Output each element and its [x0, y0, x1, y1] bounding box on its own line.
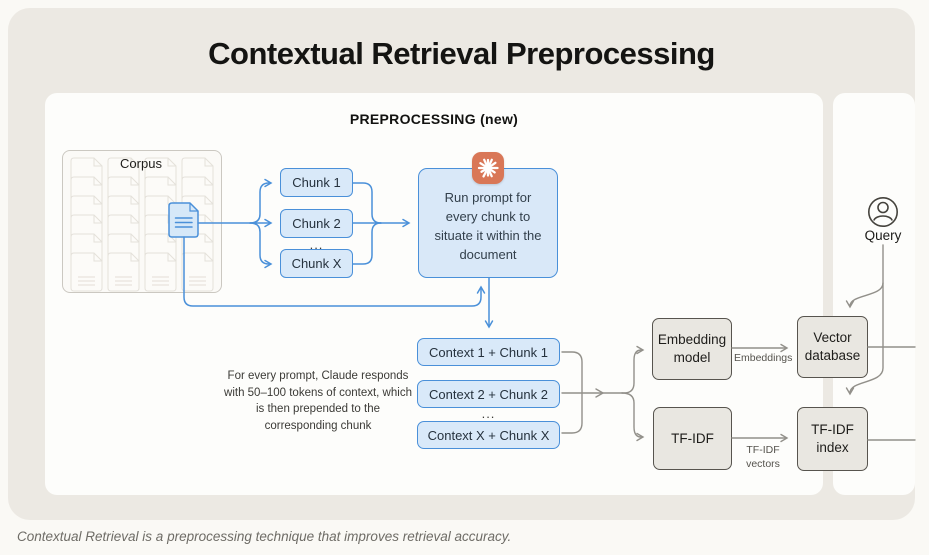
chunk-2-box: Chunk 2 — [280, 209, 353, 238]
corpus-documents-stack — [70, 157, 214, 292]
chunk-x-box: Chunk X — [280, 249, 353, 278]
chunk-2-label: Chunk 2 — [292, 216, 341, 231]
tfidf-vectors-connector-label: TF-IDF vectors — [746, 444, 780, 470]
figure-caption: Contextual Retrieval is a preprocessing … — [17, 529, 512, 544]
vector-database-box: Vector database — [797, 316, 868, 378]
run-prompt-text: Run prompt for every chunk to situate it… — [434, 190, 542, 262]
embedding-model-box: Embedding model — [652, 318, 732, 380]
corpus-box — [62, 150, 222, 293]
preprocessing-heading: PREPROCESSING (new) — [349, 111, 519, 127]
context-1-box: Context 1 + Chunk 1 — [417, 338, 560, 366]
context-2-box: Context 2 + Chunk 2 — [417, 380, 560, 408]
tfidf-label: TF-IDF — [671, 430, 714, 446]
context-x-box: Context X + Chunk X — [417, 421, 560, 449]
chunk-x-label: Chunk X — [291, 256, 342, 271]
tfidf-index-label: TF-IDF index — [811, 422, 854, 455]
embeddings-connector-label: Embeddings — [734, 352, 793, 364]
claude-starburst-icon — [472, 152, 504, 184]
vector-database-label: Vector database — [804, 330, 861, 363]
tfidf-box: TF-IDF — [653, 407, 732, 470]
context-1-label: Context 1 + Chunk 1 — [429, 344, 548, 360]
user-icon — [868, 197, 898, 227]
chunk-1-label: Chunk 1 — [292, 175, 341, 190]
corpus-label: Corpus — [120, 156, 162, 171]
context-2-label: Context 2 + Chunk 2 — [429, 386, 548, 402]
embedding-model-label: Embedding model — [657, 332, 727, 365]
chunk-1-box: Chunk 1 — [280, 168, 353, 197]
starburst-glyph — [477, 158, 499, 178]
page-title: Contextual Retrieval Preprocessing — [208, 36, 715, 71]
context-x-label: Context X + Chunk X — [427, 427, 550, 443]
claude-note-text: For every prompt, Claude responds with 5… — [224, 370, 412, 433]
query-label: Query — [864, 228, 902, 243]
contexts-ellipsis: ... — [481, 406, 496, 421]
run-prompt-box: Run prompt for every chunk to situate it… — [418, 168, 558, 278]
tfidf-index-box: TF-IDF index — [797, 407, 868, 471]
